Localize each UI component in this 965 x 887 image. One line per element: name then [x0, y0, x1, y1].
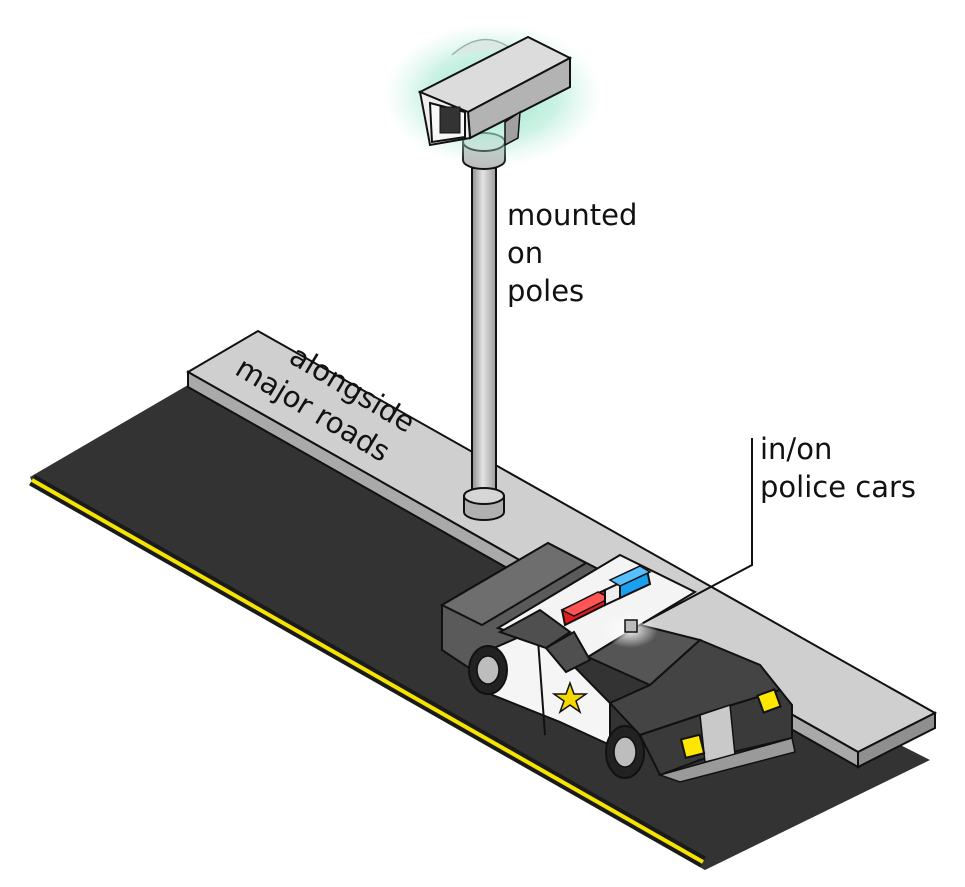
headlight-right	[756, 688, 782, 714]
road-yellow-line	[31, 478, 704, 864]
headlight-left	[679, 733, 706, 760]
label-mounted-on-poles: mounted on poles	[507, 198, 638, 308]
callout-leader-line	[642, 438, 753, 624]
light-bar-icon	[560, 565, 652, 627]
label-in-on-police-cars: in/on police cars	[760, 432, 917, 504]
wheel-front	[605, 725, 645, 779]
camera-icon	[383, 23, 603, 167]
wheel-rear	[468, 645, 508, 695]
police-car-icon	[439, 541, 796, 783]
sheriff-star-icon	[551, 680, 589, 714]
